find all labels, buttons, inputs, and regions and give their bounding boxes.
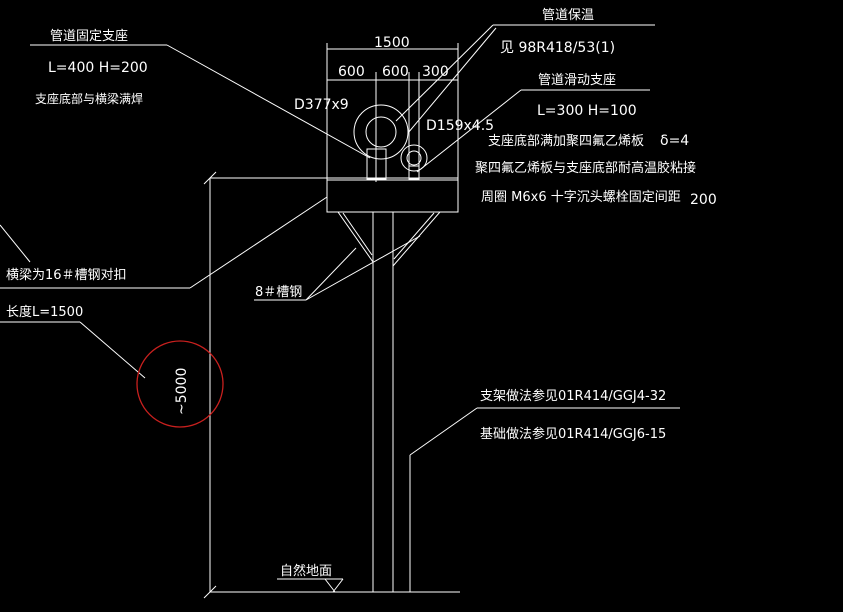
length-leader (79, 321, 146, 379)
height-dim-label: ~5000 (174, 368, 190, 415)
insulation-ref: 见 98R418/53(1) (500, 40, 615, 56)
fixed-support-weld: 支座底部与横梁满焊 (35, 91, 143, 106)
highlight-circle (136, 340, 224, 428)
bracket-ref-note: 支架做法参见01R414/GGJ4-32 (480, 388, 666, 404)
large-pipe-outer (353, 104, 409, 160)
ground-arrow-1 (324, 578, 336, 593)
sliding-support-dims: L=300 H=100 (537, 103, 637, 119)
sliding-support-leader (416, 89, 522, 173)
bracket-ref-leader (409, 407, 478, 456)
channel-steel-label: 8＃槽钢 (255, 285, 302, 300)
sliding-support-block (408, 165, 420, 180)
insulation-title: 管道保温 (542, 8, 594, 23)
crossbeam-leader (189, 196, 328, 289)
insulation-leader-1 (395, 24, 494, 122)
dim-600-b-label: 600 (382, 64, 409, 80)
length-note: 长度L=1500 (6, 304, 83, 320)
dim-600-a-label: 600 (338, 64, 365, 80)
small-pipe-inner (406, 150, 422, 166)
crossbeam-note: 横梁为16＃槽钢对扣 (6, 268, 127, 283)
length-200-label: 200 (690, 192, 717, 208)
pipe-small-label: D159x4.5 (426, 118, 494, 134)
fixed-support-leader (166, 44, 371, 159)
fixed-support-title: 管道固定支座 (50, 29, 128, 44)
ground-arrow-2 (332, 578, 344, 593)
channel-leader-left (305, 247, 357, 301)
bolts-note: 周圈 M6x6 十字沉头螺栓固定间距 (481, 190, 681, 205)
right-brace-inner (393, 212, 435, 260)
left-brace-inner (342, 212, 373, 256)
foundation-ref-note: 基础做法参见01R414/GGJ6-15 (480, 426, 666, 442)
ground-label: 自然地面 (280, 563, 332, 579)
pipe-large-label: D377x9 (294, 97, 349, 113)
delta-note: δ=4 (660, 133, 689, 149)
small-pipe-outer (400, 144, 428, 172)
dim-1500-label: 1500 (374, 35, 410, 51)
fixed-support-dims: L=400 H=200 (48, 60, 148, 76)
channel-leader-right (305, 235, 421, 301)
ptfe-glue-note: 聚四氟乙烯板与支座底部耐高温胶粘接 (475, 160, 696, 176)
crossbeam-leader-2 (0, 224, 31, 263)
height-dim-tick-top (203, 171, 217, 185)
dim-300-label: 300 (422, 64, 449, 80)
insulation-leader-2 (407, 27, 497, 134)
large-pipe-inner (365, 116, 397, 148)
right-brace (392, 211, 442, 268)
left-brace (337, 211, 374, 264)
ptfe-plate-note: 支座底部满加聚四氟乙烯板 (488, 133, 644, 149)
sliding-support-title: 管道滑动支座 (538, 73, 616, 88)
